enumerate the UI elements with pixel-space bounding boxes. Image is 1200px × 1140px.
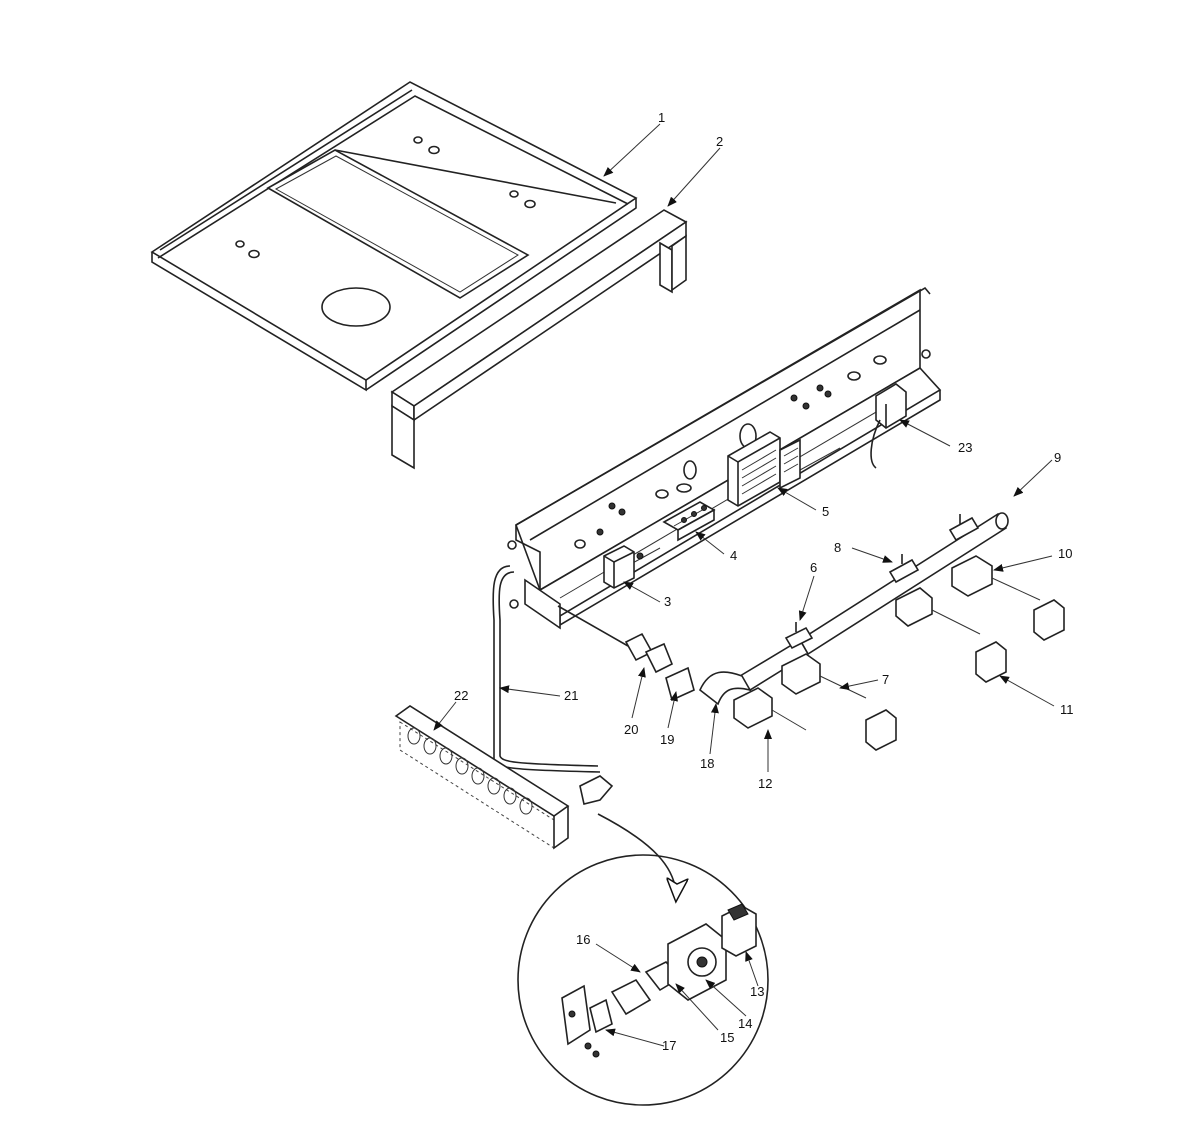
callout-15: 15	[720, 1030, 734, 1045]
callout-12: 12	[758, 776, 772, 791]
callout-7: 7	[882, 672, 889, 687]
screw-set	[596, 384, 832, 560]
front-trim-bar	[390, 209, 688, 470]
terminal-block	[662, 501, 716, 542]
callout-4: 4	[730, 548, 737, 563]
gas-manifold-pipe	[665, 512, 1009, 706]
pipe-bracket	[784, 514, 980, 650]
transformer	[603, 545, 635, 589]
manifold-panel	[507, 286, 942, 630]
callout-23: 23	[958, 440, 972, 455]
callout-18: 18	[700, 756, 714, 771]
callout-16: 16	[576, 932, 590, 947]
callout-17: 17	[662, 1038, 676, 1053]
callout-5: 5	[822, 504, 829, 519]
callout-10: 10	[1058, 546, 1072, 561]
leader-arrows	[433, 123, 1055, 1047]
detail-view-circle	[517, 813, 769, 1106]
callout-3: 3	[664, 594, 671, 609]
callout-14: 14	[738, 1016, 752, 1031]
bracket-switch	[870, 383, 907, 469]
knob-assembly	[865, 599, 1065, 751]
burner-valve	[733, 555, 1041, 731]
spark-module	[727, 431, 801, 507]
fittings	[557, 605, 674, 674]
cooktop-panel	[150, 81, 638, 392]
callout-1: 1	[658, 110, 665, 125]
callout-20: 20	[624, 722, 638, 737]
callout-22: 22	[454, 688, 468, 703]
burner-box	[394, 705, 614, 850]
callout-8: 8	[834, 540, 841, 555]
callout-11: 11	[1060, 702, 1074, 717]
callout-6: 6	[810, 560, 817, 575]
callout-13: 13	[750, 984, 764, 999]
callout-9: 9	[1054, 450, 1061, 465]
callout-2: 2	[716, 134, 723, 149]
callout-21: 21	[564, 688, 578, 703]
callout-19: 19	[660, 732, 674, 747]
callout-labels: 1 2 23 9 5 4 8 10 6 3 7 21 22 11 20 19 1…	[454, 110, 1074, 1053]
